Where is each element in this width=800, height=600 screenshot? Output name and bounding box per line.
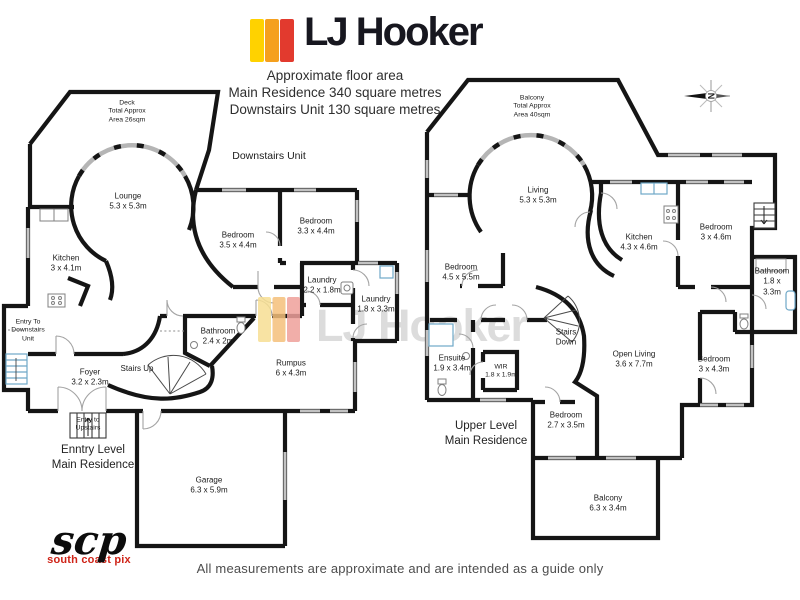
entry-stairs-icon bbox=[5, 353, 28, 385]
watermark-text: LJ Hooker bbox=[316, 300, 528, 351]
photographer-logo: scp south coast pix bbox=[24, 517, 154, 566]
photographer-logo-script: scp bbox=[49, 517, 129, 564]
window-segments bbox=[26, 153, 754, 500]
watermark-logo-bars bbox=[258, 297, 300, 342]
shower-icon bbox=[428, 323, 454, 347]
compass-icon: N bbox=[684, 80, 730, 112]
compass-north-label: N bbox=[706, 93, 716, 100]
vanity-icon bbox=[755, 258, 787, 272]
toilet-icon bbox=[190, 316, 246, 349]
living-window-arc bbox=[476, 132, 586, 167]
logo-bar-orange bbox=[265, 19, 279, 62]
photographer-logo-sub: south coast pix bbox=[47, 554, 131, 566]
logo-bar-yellow bbox=[250, 19, 264, 62]
fixtures bbox=[5, 182, 796, 439]
disclaimer-text: All measurements are approximate and are… bbox=[196, 561, 604, 576]
brand-name: LJ Hooker bbox=[304, 10, 484, 54]
laundry-sink-icon bbox=[379, 265, 394, 279]
sink-icon bbox=[39, 208, 69, 222]
floor-area-summary: Approximate floor area Main Residence 34… bbox=[228, 68, 442, 117]
door-arcs bbox=[55, 192, 767, 430]
stove-icon bbox=[47, 293, 66, 308]
stairs-up-treads bbox=[147, 354, 207, 395]
bathtub-icon bbox=[785, 290, 796, 311]
stairs-down-treads bbox=[543, 295, 581, 343]
washer-icon bbox=[340, 281, 354, 295]
brand-logo-icon bbox=[250, 19, 295, 62]
dashed-guides bbox=[8, 329, 184, 332]
kitchen-sink-icon bbox=[640, 182, 668, 195]
wc-toilet-icon bbox=[739, 313, 749, 330]
ensuite-toilet-icon bbox=[437, 352, 470, 396]
logo-bar-red bbox=[280, 19, 294, 62]
stove2-icon bbox=[663, 205, 679, 224]
lounge-window-arc bbox=[77, 142, 187, 178]
